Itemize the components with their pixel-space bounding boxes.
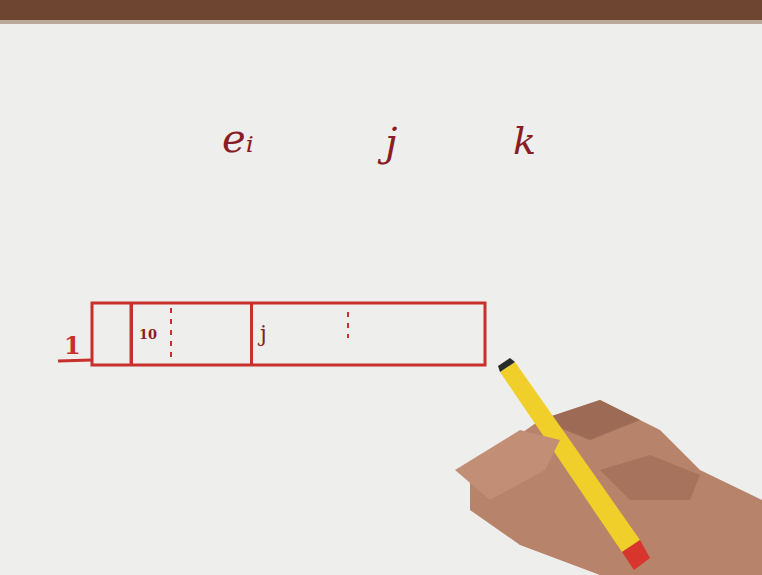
cell-label: 10 bbox=[139, 328, 157, 341]
dashed-divider bbox=[347, 312, 349, 338]
hand-with-marker bbox=[455, 358, 762, 575]
dashed-divider bbox=[170, 308, 172, 360]
handwritten-label: 1 bbox=[64, 334, 81, 358]
cell-label: j bbox=[260, 323, 267, 345]
handwritten-label: j bbox=[385, 122, 397, 162]
array-bar bbox=[92, 303, 485, 365]
board-edge bbox=[0, 0, 762, 20]
array-cell: j bbox=[250, 302, 486, 366]
array-cell: 10 bbox=[130, 302, 251, 366]
handwritten-label: k bbox=[513, 122, 536, 160]
underline bbox=[58, 360, 92, 361]
handwritten-label: eᵢ bbox=[222, 118, 254, 158]
board-shadow bbox=[0, 20, 762, 24]
